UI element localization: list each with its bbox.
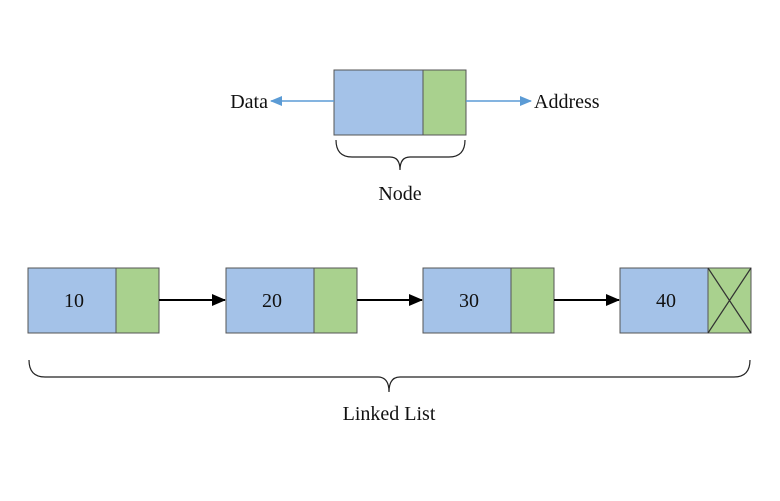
null-pointer-cross-icon (707, 267, 752, 334)
list-node: 40 (619, 267, 752, 334)
node-data-field (422, 267, 512, 334)
node-brace (335, 139, 466, 171)
node-data-field (619, 267, 709, 334)
linked-list-label: Linked List (343, 403, 436, 425)
address-label: Address (534, 91, 600, 113)
list-node: 10 (27, 267, 160, 334)
node-label: Node (378, 183, 421, 205)
node-data-field (225, 267, 315, 334)
legend-address-field (422, 69, 467, 136)
node-value: 20 (262, 290, 282, 312)
list-node: 20 (225, 267, 358, 334)
data-label: Data (230, 91, 268, 113)
node-address-field (115, 267, 160, 334)
node-value: 10 (64, 290, 84, 312)
node-data-field (27, 267, 117, 334)
list-brace (28, 359, 751, 393)
node-value: 30 (459, 290, 479, 312)
node-legend: Data Address Node (230, 69, 600, 205)
legend-data-field (333, 69, 424, 136)
linked-list: 10 20 30 40 Linked List (27, 267, 752, 425)
node-address-field (313, 267, 358, 334)
node-address-field (510, 267, 555, 334)
list-node: 30 (422, 267, 555, 334)
node-value: 40 (656, 290, 676, 312)
